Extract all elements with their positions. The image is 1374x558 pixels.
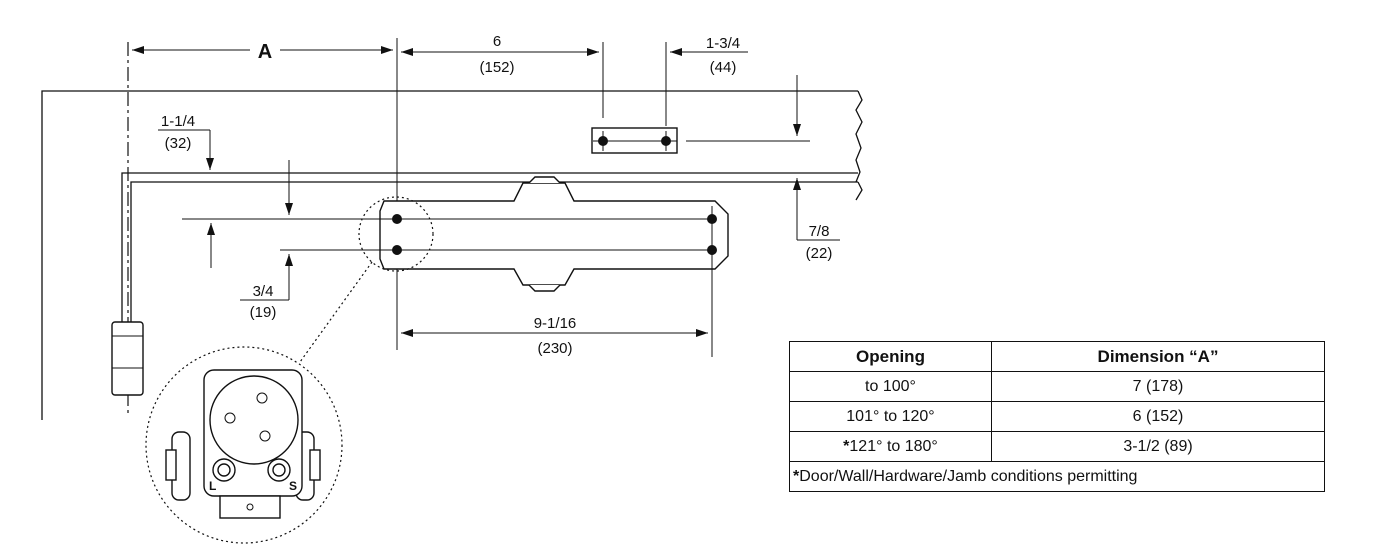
dimension-1-3-4-mm: (44): [710, 59, 737, 76]
dimension-1-1-4: 1-1/4 (32): [158, 113, 214, 170]
row-opening: *121° to 180°: [789, 431, 992, 462]
table-row: 101° to 120° 6 (152): [789, 401, 1325, 432]
dimension-6: 6 (152): [401, 33, 604, 118]
dimension-6-inch: 6: [493, 33, 501, 50]
hinge-knuckle: [111, 321, 144, 396]
dimension-7-8: 7/8 (22): [793, 75, 840, 262]
detail-leader: [299, 261, 373, 363]
dimension-6-mm: (152): [479, 59, 514, 76]
row-dimension: 3-1/2 (89): [991, 431, 1325, 462]
row-dimension: 6 (152): [991, 401, 1325, 432]
header-dimension-a: Dimension “A”: [991, 341, 1325, 372]
row-opening: to 100°: [789, 371, 992, 402]
dimension-9-1-16-mm: (230): [537, 340, 572, 357]
dimension-7-8-mm: (22): [806, 245, 833, 262]
table-row: to 100° 7 (178): [789, 371, 1325, 402]
footnote-text: Door/Wall/Hardware/Jamb conditions permi…: [799, 467, 1138, 485]
table-header-row: Opening Dimension “A”: [789, 341, 1325, 372]
valve-detail: L S: [145, 346, 343, 544]
table-row: *121° to 180° 3-1/2 (89): [789, 431, 1325, 462]
header-opening: Opening: [789, 341, 992, 372]
dimension-9-1-16-inch: 9-1/16: [534, 315, 577, 332]
door-closer-body: [182, 176, 729, 357]
footnote-mark: *: [793, 467, 800, 485]
dimension-a-table: Opening Dimension “A” to 100° 7 (178) 10…: [789, 341, 1325, 492]
dimension-1-3-4-inch: 1-3/4: [706, 35, 740, 52]
detail-label-l: L: [209, 479, 216, 493]
dimension-3-4: 3/4 (19): [207, 160, 293, 321]
dimension-3-4-inch: 3/4: [253, 283, 274, 300]
dimension-1-1-4-mm: (32): [165, 135, 192, 152]
dimension-1-1-4-inch: 1-1/4: [161, 113, 195, 130]
table-footnote-row: *Door/Wall/Hardware/Jamb conditions perm…: [789, 461, 1325, 492]
row-dimension: 7 (178): [991, 371, 1325, 402]
dimension-a: A: [132, 41, 393, 63]
footnote: *Door/Wall/Hardware/Jamb conditions perm…: [789, 461, 1325, 492]
asterisk-mark: *: [843, 437, 850, 455]
dimension-3-4-mm: (19): [250, 304, 277, 321]
dimension-9-1-16: 9-1/16 (230): [401, 315, 708, 357]
dimension-7-8-inch: 7/8: [809, 223, 830, 240]
row-opening: 101° to 120°: [789, 401, 992, 432]
arm-bracket: [591, 127, 810, 154]
dimension-1-3-4: 1-3/4 (44): [665, 35, 748, 126]
detail-label-s: S: [289, 479, 297, 493]
row-opening-text: 121° to 180°: [849, 437, 938, 455]
dimension-a-label: A: [258, 41, 272, 63]
